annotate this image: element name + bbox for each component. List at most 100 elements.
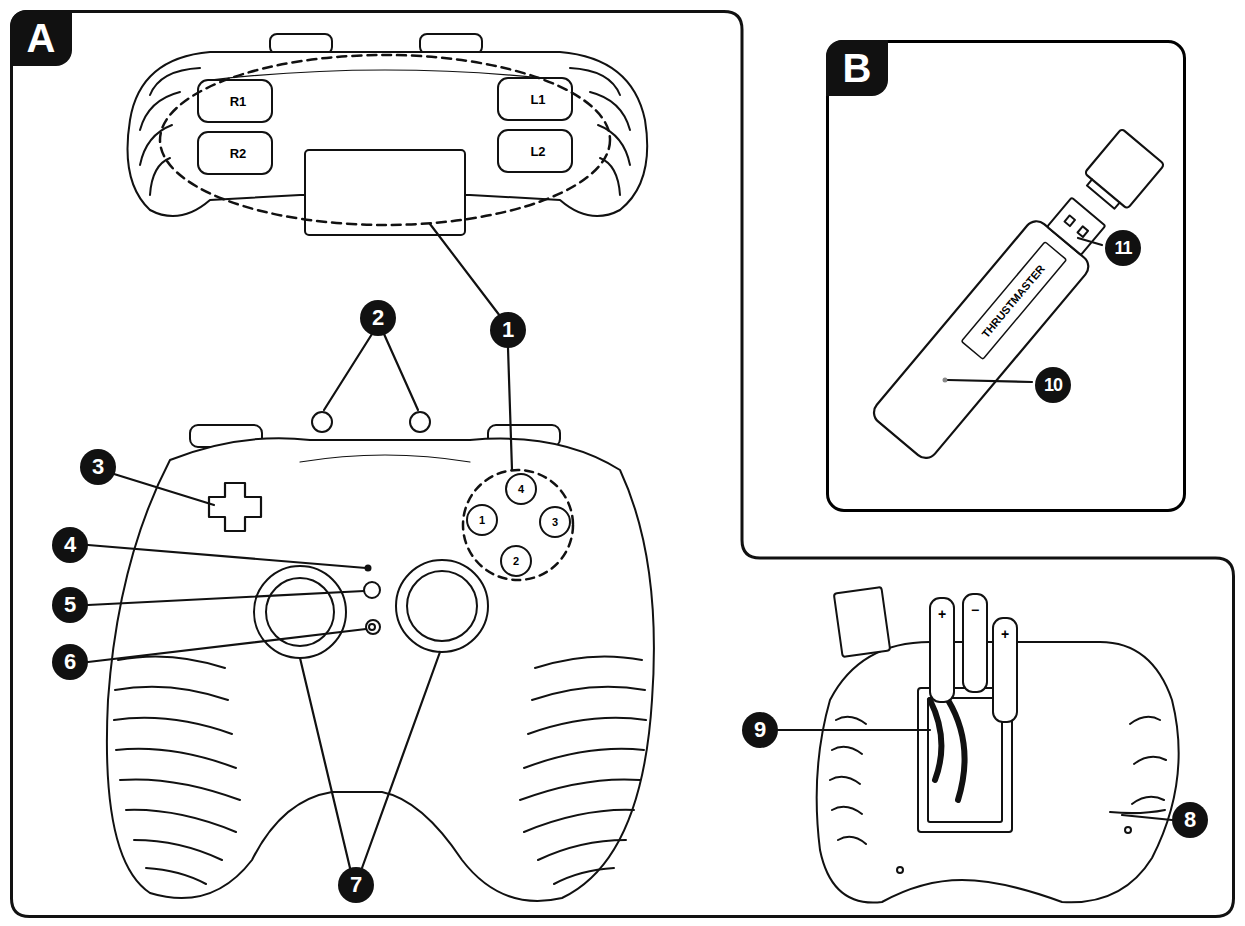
callout-number: 4 [64,534,76,556]
dashed-group-outline [160,55,610,225]
grip-ridges [520,656,646,884]
plug-hole [1065,215,1076,226]
plug-hole [1078,226,1089,237]
brand-plate [961,242,1066,360]
brand-label: THRUSTMASTER [981,263,1048,340]
d-pad [209,483,261,531]
port-slot [1110,810,1165,813]
leader-line [948,380,1032,382]
panel-letter: B [843,48,872,88]
grip-ridges [1130,717,1166,804]
shoulder-button [498,78,572,120]
usb-cap [1084,129,1164,209]
callout-number: 2 [372,307,384,329]
leader-line [430,224,500,316]
led [943,378,948,383]
battery [930,598,954,702]
stick-ring [396,560,488,652]
callout-number: 6 [64,651,76,673]
battery [963,594,987,692]
callout-circle: 10 [1035,367,1071,403]
leader-line [362,652,440,868]
button-label: R2 [230,147,247,160]
body-contour [300,455,470,462]
callout-circle: 8 [1172,802,1208,838]
panel-tab: A [10,10,72,66]
screw [897,867,903,873]
grip-ridges [570,68,630,195]
polarity-mark: + [938,607,946,621]
dashed-group-outline [463,470,573,580]
controller-back-view [817,587,1179,903]
polarity-mark: − [971,603,979,617]
callout-number: 5 [64,594,76,616]
callout-circle: 6 [52,644,88,680]
callout-circle: 7 [338,867,374,903]
leader-line [384,334,418,410]
grip-ridges [114,656,240,884]
button-number: 3 [552,517,558,528]
panel-tab: B [826,40,888,96]
callout-number: 3 [92,456,104,478]
leader-line [778,729,930,731]
leader-line [1078,238,1102,245]
small-button [366,620,380,634]
grip-ridges [140,68,200,195]
small-button [410,412,430,432]
leader-line [324,334,372,410]
callout-circle: 9 [742,712,778,748]
action-button [540,507,570,537]
button-number: 1 [479,515,485,526]
battery [993,618,1017,722]
callout-number: 9 [754,719,766,741]
screw [1125,827,1131,833]
callout-circle: 2 [360,300,396,336]
action-button [467,505,497,535]
controller-body [107,438,654,901]
shoulder-button [198,132,272,174]
battery-cover [834,587,890,657]
leader-line [1122,815,1172,820]
cap-edge [1087,179,1120,208]
leader-line [114,474,214,505]
callout-circle: 1 [490,312,526,348]
receiver-body [869,216,1093,462]
battery-strap [930,700,965,800]
button-label: L1 [530,93,545,106]
mode-button [364,582,380,598]
stick-ring [254,566,346,658]
leader-line [88,545,366,568]
callout-number: 10 [1044,376,1062,394]
button-label: L2 [530,145,545,158]
analog-stick [407,571,477,641]
polarity-mark: + [1001,627,1009,641]
callout-circle: 11 [1105,230,1141,266]
usb-receiver [869,122,1172,463]
grip-ridges [830,717,866,844]
callout-number: 1 [502,319,514,341]
callout-circle: 3 [80,449,116,485]
callout-number: 7 [350,874,362,896]
button-label: R1 [230,95,247,108]
leader-line [300,658,350,868]
controller-front-view [107,412,654,901]
leader-line [88,629,366,662]
panel-frame: A 2 1 3 4 5 6 7 9 8 [10,10,1235,918]
small-button [312,412,332,432]
compartment-inner [928,698,1002,822]
callout-number: 8 [1184,809,1196,831]
callout-number: 11 [1114,239,1131,257]
callout-circle: 4 [52,527,88,563]
panel-frame: B 11 10 [826,40,1186,512]
action-button [506,474,536,504]
panel-outline [10,10,1235,918]
callout-circle: 5 [52,587,88,623]
button-mark [369,624,375,630]
panel-letter: A [27,18,56,58]
leader-lines [88,224,1172,868]
leader-line [508,348,512,470]
action-button [501,546,531,576]
